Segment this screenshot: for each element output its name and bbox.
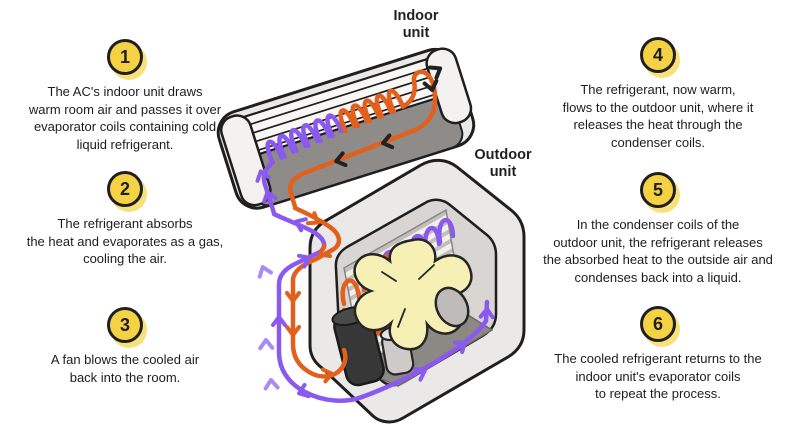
outdoor-unit-illustration — [308, 158, 526, 424]
fan-blade-lines — [381, 264, 435, 328]
step-2: 2 The refrigerant absorbs the heat and e… — [10, 171, 240, 268]
step-5-badge: 5 — [640, 172, 676, 208]
step-4: 4 The refrigerant, now warm, flows to th… — [527, 37, 789, 151]
evaporator-coil-cold — [265, 113, 344, 165]
step-5-text: In the condenser coils of the outdoor un… — [543, 217, 773, 285]
warm-refrigerant-pipe — [290, 205, 348, 379]
cool-refrigerant-pipe — [271, 211, 365, 403]
step-3-badge: 3 — [107, 307, 143, 343]
step-2-badge: 2 — [107, 171, 143, 207]
step-6-badge: 6 — [640, 306, 676, 342]
step-1: 1 The AC's indoor unit draws warm room a… — [10, 39, 240, 153]
fan-icon — [353, 238, 473, 351]
evaporator-coil-warm — [338, 88, 406, 134]
indoor-unit-illustration — [216, 47, 476, 217]
step-1-badge: 1 — [107, 39, 143, 75]
cool-pipe-outdoor-floor — [359, 299, 490, 400]
fan-hub — [434, 286, 470, 328]
step-3: 3 A fan blows the cooled air back into t… — [10, 307, 240, 386]
step-4-badge: 4 — [640, 37, 676, 73]
step-4-text: The refrigerant, now warm, flows to the … — [562, 82, 754, 150]
indoor-unit-label: Indoor unit — [393, 8, 439, 41]
step-2-text: The refrigerant absorbs the heat and eva… — [26, 216, 224, 266]
step-6: 6 The cooled refrigerant returns to the … — [527, 306, 789, 403]
indoor-left-endcap — [219, 114, 272, 207]
step-6-text: The cooled refrigerant returns to the in… — [554, 351, 762, 401]
refrigerant-pipes — [255, 205, 493, 403]
outdoor-unit-label: Outdoor unit — [474, 147, 532, 180]
step-5: 5 In the condenser coils of the outdoor … — [520, 172, 796, 286]
step-3-text: A fan blows the cooled air back into the… — [50, 352, 200, 385]
step-1-text: The AC's indoor unit draws warm room air… — [28, 84, 222, 152]
